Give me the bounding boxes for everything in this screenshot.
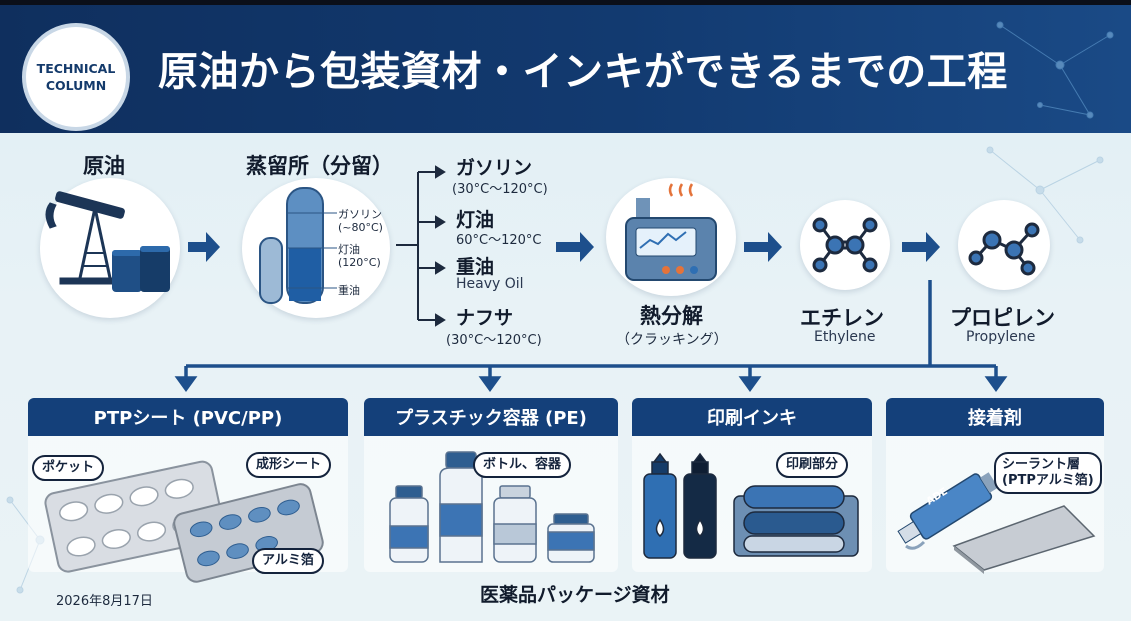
fraction-naphtha-sub: (30°C〜120°C) — [446, 333, 542, 348]
cracking-machine-icon — [625, 183, 717, 281]
tower-label-1: ガソリン — [338, 208, 382, 221]
fraction-heavy-oil-sub: Heavy Oil — [456, 276, 524, 292]
ink-printing-icon — [643, 452, 859, 559]
tower-label-4: (120°C) — [338, 256, 381, 269]
fraction-naphtha: ナフサ — [456, 307, 514, 329]
oil-pump-icon — [45, 191, 170, 292]
date-label: 2026年8月17日 — [56, 594, 153, 609]
category-adhesive-header: 接着剤 — [886, 398, 1104, 436]
fraction-gasoline: ガソリン — [456, 157, 533, 179]
fraction-kerosene: 灯油 — [456, 209, 495, 231]
header-banner: TECHNICAL COLUMN 原油から包装資材・インキができるまでの工程 — [0, 5, 1131, 133]
category-ink-header: 印刷インキ — [632, 398, 872, 436]
fraction-gasoline-sub: (30°C〜120°C) — [452, 182, 548, 197]
propylene-label: プロピレン — [950, 306, 1055, 330]
callout-sealant-layer: シーラント層 (PTPアルミ箔) — [994, 452, 1102, 494]
badge-line2: COLUMN — [45, 78, 107, 93]
crude-oil-label: 原油 — [83, 154, 125, 178]
arrow-1 — [188, 232, 220, 262]
callout-sealant-line2: (PTPアルミ箔) — [1002, 473, 1094, 488]
callout-formed-sheet: 成形シート — [246, 452, 332, 478]
distillation-label: 蒸留所（分留） — [246, 154, 393, 178]
ethylene-circle — [800, 200, 890, 290]
propylene-molecule-icon — [968, 222, 1040, 276]
window-top-edge — [0, 0, 1131, 5]
fraction-heavy-oil: 重油 — [456, 256, 495, 278]
callout-bottle-container: ボトル、容器 — [473, 452, 572, 478]
page-title: 原油から包装資材・インキができるまでの工程 — [158, 49, 1008, 95]
distillation-tower-icon — [259, 187, 337, 304]
arrow-4 — [902, 232, 940, 262]
ethylene-en: Ethylene — [814, 329, 876, 345]
fraction-kerosene-sub: 60°C〜120°C — [456, 233, 542, 248]
propylene-en: Propylene — [966, 329, 1036, 345]
callout-print-area: 印刷部分 — [776, 452, 849, 478]
technical-column-badge: TECHNICAL COLUMN — [22, 23, 130, 131]
ethylene-molecule-icon — [812, 217, 878, 273]
adhesive-tube-icon: ADE — [897, 472, 1096, 574]
tower-label-5: 重油 — [338, 284, 360, 297]
arrow-3 — [744, 232, 782, 262]
category-ptp-header: PTPシート (PVC/PP) — [28, 398, 348, 436]
cracking-sub: （クラッキング） — [616, 332, 728, 348]
callout-pocket: ポケット — [32, 455, 105, 481]
plastic-bottles-icon — [389, 451, 595, 563]
badge-line1: TECHNICAL — [36, 61, 116, 76]
ethylene-label: エチレン — [800, 306, 884, 330]
network-decoration — [996, 21, 1114, 119]
arrow-2 — [556, 232, 594, 262]
callout-aluminum-foil: アルミ箔 — [252, 548, 324, 574]
tower-label-2: (~80°C) — [338, 221, 383, 234]
cracking-label: 熱分解 — [640, 304, 703, 328]
footer-title: 医薬品パッケージ資材 — [480, 584, 670, 606]
callout-sealant-line1: シーラント層 — [1002, 457, 1081, 472]
fraction-bracket — [396, 165, 446, 327]
category-plastic-header: プラスチック容器 (PE) — [364, 398, 618, 436]
tower-label-3: 灯油 — [338, 243, 360, 256]
